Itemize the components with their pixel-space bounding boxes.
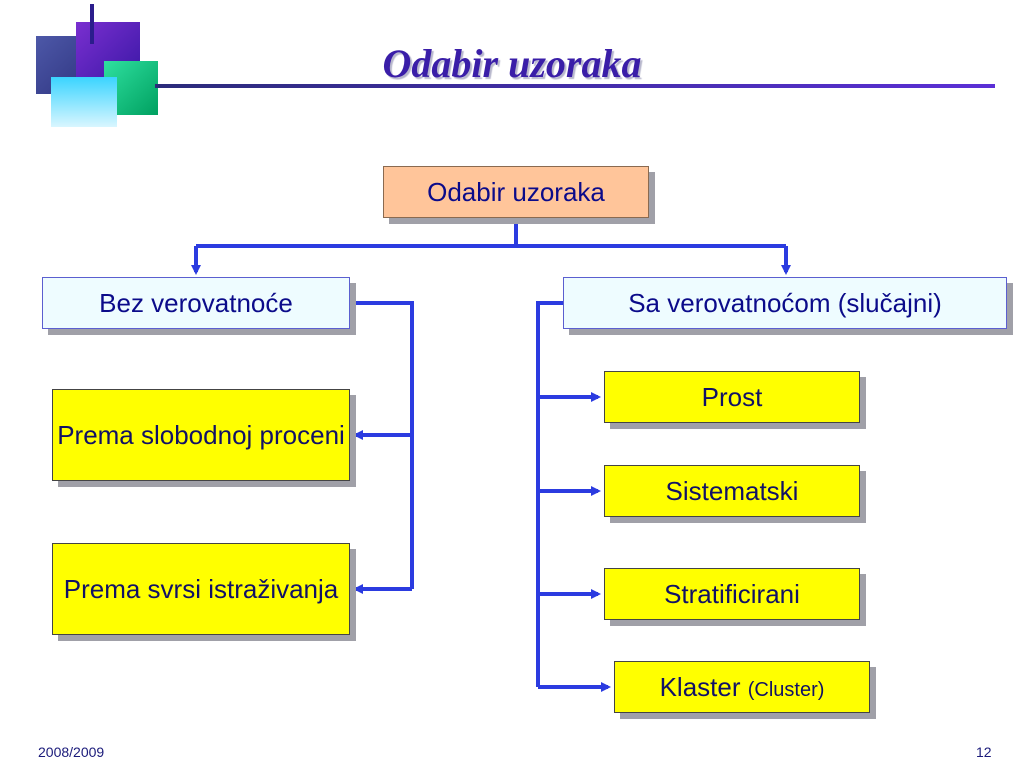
title-underline — [155, 84, 995, 88]
node-root: Odabir uzoraka — [383, 166, 649, 218]
node-sistematski-label: Sistematski — [665, 475, 799, 506]
node-free-estimate: Prema slobodnoj proceni — [52, 389, 350, 481]
connector-non-prob-bracket — [352, 301, 414, 589]
node-non-probability: Bez verovatnoće — [42, 277, 350, 329]
node-research-purpose-label: Prema svrsi istraživanja — [63, 573, 339, 604]
slide-title: Odabir uzoraka — [0, 40, 1024, 87]
node-probability-label: Sa verovatnoćom (slučajni) — [628, 287, 942, 318]
node-klaster: Klaster (Cluster) — [614, 661, 870, 713]
page-number: 12 — [976, 744, 992, 760]
node-klaster-note: (Cluster) — [747, 678, 825, 701]
node-stratificirani-label: Stratificirani — [664, 578, 800, 609]
node-non-probability-label: Bez verovatnoće — [99, 287, 293, 318]
decor-square-cyan — [51, 77, 117, 127]
footer-date: 2008/2009 — [38, 744, 105, 760]
node-root-label: Odabir uzoraka — [427, 176, 605, 207]
node-research-purpose: Prema svrsi istraživanja — [52, 543, 350, 635]
node-probability: Sa verovatnoćom (slučajni) — [563, 277, 1007, 329]
node-klaster-text: Klaster (Cluster) — [660, 671, 825, 704]
node-stratificirani: Stratificirani — [604, 568, 860, 620]
slide-title-text: Odabir uzoraka — [382, 41, 642, 86]
node-prost: Prost — [604, 371, 860, 423]
node-klaster-label: Klaster — [659, 671, 741, 702]
node-free-estimate-label: Prema slobodnoj proceni — [57, 419, 345, 450]
connector-prob-bracket — [536, 301, 563, 687]
node-sistematski: Sistematski — [604, 465, 860, 517]
node-prost-label: Prost — [701, 381, 763, 412]
decor-vertical-line — [90, 4, 94, 44]
